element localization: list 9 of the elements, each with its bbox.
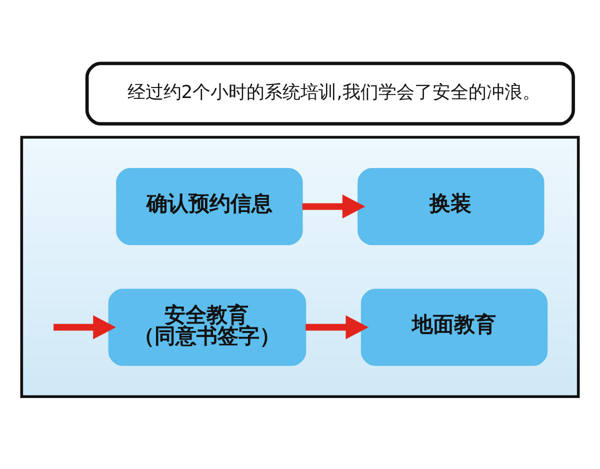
arrow	[302, 194, 366, 219]
arrow	[306, 315, 369, 340]
node-box: 安全教育 （同意书签字）	[108, 288, 306, 366]
node-box: 地面教育	[360, 288, 548, 366]
cluster	[20, 136, 580, 398]
arrow	[54, 315, 116, 340]
node-box: 确认预约信息	[116, 168, 303, 246]
node-box: 经过约2个小时的系统培训,我们学会了安全的冲浪。	[85, 62, 575, 126]
node-box: 换装	[358, 168, 544, 246]
